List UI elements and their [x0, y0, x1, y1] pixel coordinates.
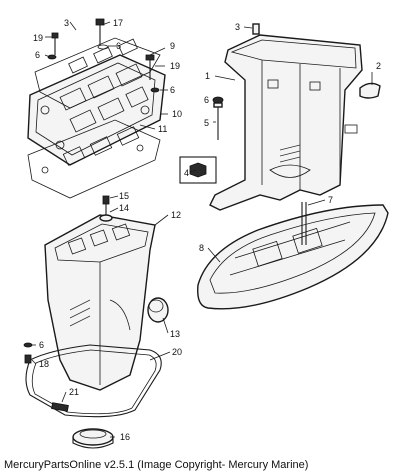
cap-2: [359, 82, 381, 99]
clip-21: [51, 402, 69, 412]
callout-11: 11: [158, 124, 167, 134]
callout-6-right: 6: [204, 95, 209, 105]
callout-1: 1: [205, 71, 210, 81]
callout-18: 18: [39, 359, 49, 369]
plugs-14-15: [99, 195, 113, 222]
callout-16: 16: [120, 432, 130, 442]
gasket-lower: [27, 119, 161, 199]
exhaust-plate-assembly: [27, 54, 166, 166]
callout-20: 20: [172, 347, 182, 357]
callout-6-bottom: 6: [39, 340, 44, 350]
callout-12: 12: [171, 210, 181, 220]
housing-12: [44, 214, 156, 391]
seal-20: [25, 344, 162, 418]
callout-3-left: 3: [64, 18, 69, 28]
callout-5: 5: [204, 118, 209, 128]
copyright-caption: MercuryPartsOnline v2.5.1 (Image Copyrig…: [4, 459, 309, 471]
callout-labels: 3 17 19 6 6 9 19 6 11 10 3 1 2 6 5 4 15 …: [33, 18, 381, 442]
callout-21: 21: [69, 387, 79, 397]
stud-7: [301, 202, 307, 245]
callout-3-right: 3: [235, 22, 240, 32]
cap-13: [147, 297, 169, 323]
callout-8: 8: [199, 243, 204, 253]
callout-9: 9: [170, 41, 175, 51]
pin-3-right: [252, 23, 260, 35]
callout-2: 2: [376, 61, 381, 71]
callout-6-mid: 6: [170, 85, 175, 95]
nut-4-box: [179, 156, 217, 184]
callout-17: 17: [113, 18, 123, 28]
callout-10: 10: [172, 109, 182, 119]
lower-pan-8: [197, 204, 389, 310]
callout-15: 15: [119, 191, 129, 201]
callout-6-left: 6: [35, 50, 40, 60]
callout-19-right: 19: [170, 61, 180, 71]
seal-16: [72, 428, 114, 449]
callout-4: 4: [184, 168, 189, 178]
callout-13: 13: [170, 329, 180, 339]
callout-6-top: 6: [116, 41, 121, 51]
driveshaft-housing-1: [209, 34, 363, 211]
callout-14: 14: [119, 203, 129, 213]
leader-lines: [31, 21, 373, 438]
fasteners-bottom-left: [23, 342, 33, 364]
bolt-5-assembly: [212, 96, 224, 140]
callout-19-left: 19: [33, 33, 43, 43]
callout-7: 7: [328, 195, 333, 205]
fasteners-top-left: [47, 18, 160, 93]
